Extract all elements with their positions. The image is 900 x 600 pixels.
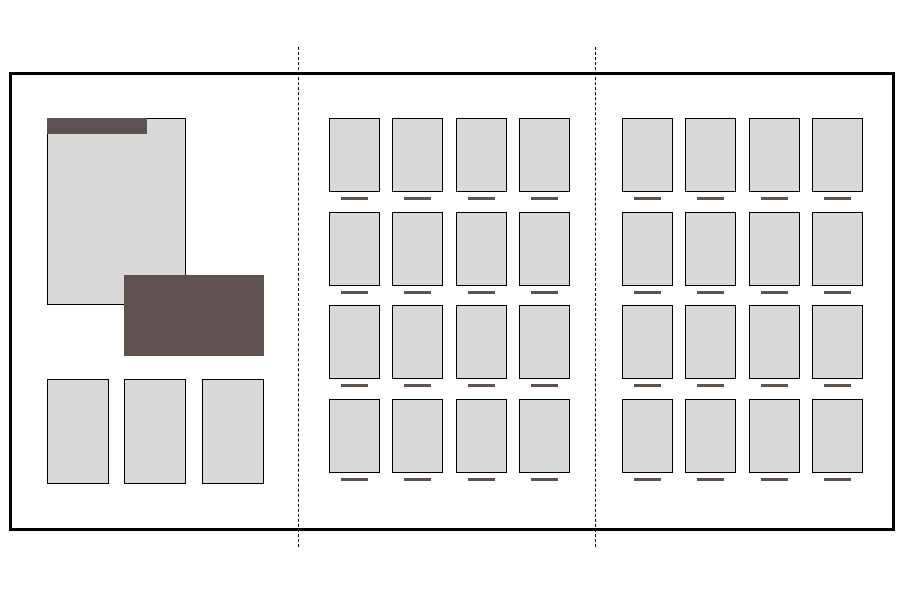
- thumbnail-caption-bar: [467, 384, 495, 388]
- thumbnail-caption-bar: [530, 384, 558, 388]
- thumbnail-caption-bar: [634, 290, 661, 294]
- thumbnail-placeholder: [518, 118, 570, 192]
- small-image-placeholder: [47, 379, 109, 484]
- thumbnail-caption-bar: [404, 477, 432, 481]
- thumbnail-caption-bar: [697, 384, 725, 388]
- thumbnail-placeholder: [455, 118, 507, 192]
- thumbnail-caption-bar: [404, 384, 432, 388]
- thumbnail-placeholder: [748, 305, 800, 380]
- thumbnail-caption-bar: [760, 384, 788, 388]
- thumbnail-caption-bar: [467, 197, 495, 200]
- thumbnail-caption-bar: [697, 290, 725, 294]
- thumbnail-caption-bar: [341, 197, 368, 200]
- thumbnail-caption-bar: [404, 290, 432, 294]
- thumbnail-caption-bar: [634, 197, 661, 200]
- thumbnail-caption-bar: [634, 384, 661, 388]
- thumbnail-placeholder: [748, 398, 800, 473]
- thumbnail-placeholder: [622, 305, 673, 380]
- thumbnail-placeholder: [518, 211, 570, 286]
- thumbnail-placeholder: [518, 305, 570, 380]
- thumbnail-caption-bar: [760, 197, 788, 200]
- thumbnail-caption-bar: [467, 290, 495, 294]
- thumbnail-placeholder: [811, 398, 863, 473]
- small-image-placeholder: [202, 379, 264, 484]
- thumbnail-caption-bar: [697, 197, 725, 200]
- small-image-placeholder: [124, 379, 186, 484]
- thumbnail-placeholder: [811, 211, 863, 286]
- thumbnail-placeholder: [748, 118, 800, 192]
- thumbnail-placeholder: [392, 305, 444, 380]
- thumbnail-caption-bar: [341, 477, 368, 481]
- thumbnail-caption-bar: [823, 290, 851, 294]
- fold-line-left: [298, 47, 299, 547]
- thumbnail-placeholder: [748, 211, 800, 286]
- thumbnail-placeholder: [392, 118, 444, 192]
- thumbnail-placeholder: [811, 305, 863, 380]
- thumbnail-placeholder: [392, 211, 444, 286]
- thumbnail-placeholder: [455, 398, 507, 473]
- thumbnail-placeholder: [685, 305, 737, 380]
- fold-line-right: [595, 47, 596, 547]
- thumbnail-placeholder: [622, 118, 673, 192]
- thumbnail-placeholder: [622, 398, 673, 473]
- thumbnail-placeholder: [455, 211, 507, 286]
- thumbnail-placeholder: [455, 305, 507, 380]
- thumbnail-placeholder: [685, 398, 737, 473]
- thumbnail-caption-bar: [823, 197, 851, 200]
- thumbnail-caption-bar: [341, 384, 368, 388]
- thumbnail-caption-bar: [823, 384, 851, 388]
- thumbnail-placeholder: [329, 305, 380, 380]
- thumbnail-placeholder: [392, 398, 444, 473]
- thumbnail-placeholder: [329, 398, 380, 473]
- thumbnail-caption-bar: [823, 477, 851, 481]
- thumbnail-placeholder: [811, 118, 863, 192]
- thumbnail-placeholder: [685, 118, 737, 192]
- thumbnail-caption-bar: [530, 197, 558, 200]
- thumbnail-caption-bar: [404, 197, 432, 200]
- thumbnail-placeholder: [329, 118, 380, 192]
- header-strip: [47, 118, 147, 134]
- main-image-placeholder: [47, 118, 186, 305]
- thumbnail-caption-bar: [634, 477, 661, 481]
- accent-text-block: [124, 275, 264, 356]
- thumbnail-placeholder: [329, 211, 380, 286]
- thumbnail-caption-bar: [760, 477, 788, 481]
- thumbnail-caption-bar: [467, 477, 495, 481]
- thumbnail-placeholder: [518, 398, 570, 473]
- thumbnail-caption-bar: [341, 290, 368, 294]
- thumbnail-placeholder: [622, 211, 673, 286]
- thumbnail-caption-bar: [530, 290, 558, 294]
- thumbnail-caption-bar: [530, 477, 558, 481]
- spread-frame: [9, 72, 895, 531]
- thumbnail-caption-bar: [697, 477, 725, 481]
- thumbnail-caption-bar: [760, 290, 788, 294]
- thumbnail-placeholder: [685, 211, 737, 286]
